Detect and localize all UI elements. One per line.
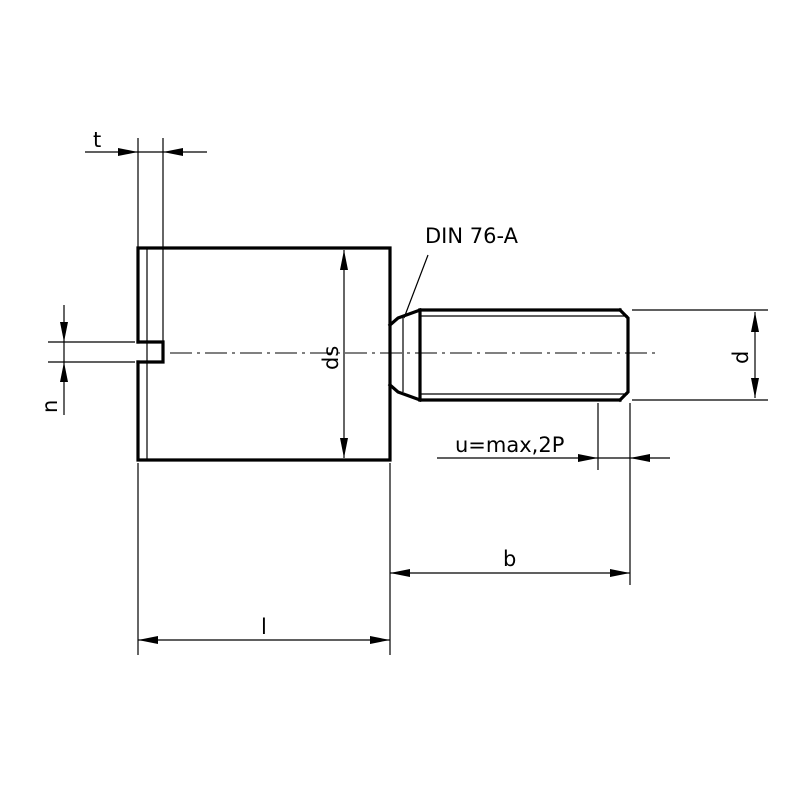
undercut-callout: DIN 76-A <box>403 224 519 319</box>
dimension-l: l <box>137 463 390 655</box>
dimension-ds: ds <box>319 250 348 458</box>
screw-head <box>136 246 392 462</box>
callout-label-din76a: DIN 76-A <box>425 224 519 248</box>
dimension-b: b <box>389 403 631 655</box>
dimension-n: n <box>38 305 135 415</box>
dimension-label-d: d <box>729 351 753 364</box>
thread-undercut <box>387 307 423 403</box>
threaded-shank <box>418 307 630 403</box>
dimension-t: t <box>85 128 207 342</box>
dimension-label-u: u=max,2P <box>455 433 564 457</box>
dimension-label-n: n <box>38 400 62 413</box>
dimension-label-b: b <box>503 547 516 571</box>
dimension-label-ds: ds <box>319 346 343 370</box>
dimension-d: d <box>632 309 768 401</box>
dimension-label-l: l <box>261 615 267 639</box>
dimension-label-t: t <box>93 128 101 152</box>
dimension-u: u=max,2P <box>437 403 670 470</box>
